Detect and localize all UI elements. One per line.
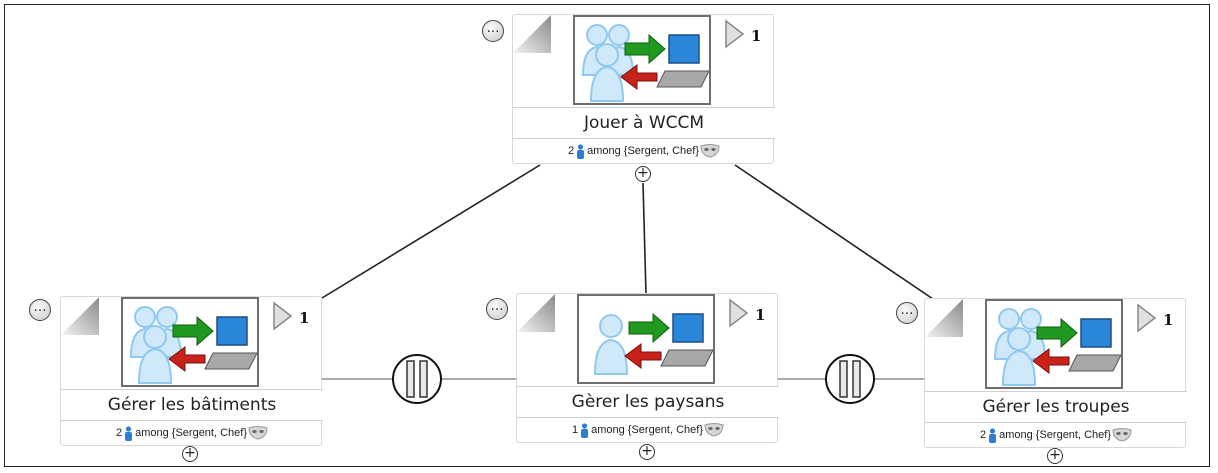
role-count: 2 [115, 427, 123, 439]
add-subtask-button-batiments[interactable]: + [182, 446, 198, 462]
person-icon [581, 422, 589, 438]
play-triangle-icon[interactable] [727, 298, 749, 328]
link-root-paysans [642, 182, 647, 295]
role-text: among {Sergent, Chef} [135, 427, 248, 439]
add-subtask-button-troupes[interactable]: + [1047, 448, 1063, 464]
task-name[interactable]: Gérer les bâtiments [61, 389, 323, 421]
collaboration-icon [985, 299, 1123, 389]
add-subtask-button-paysans[interactable]: + [639, 444, 655, 460]
task-name[interactable]: Jouer à WCCM [513, 107, 775, 139]
play-triangle-icon[interactable] [1135, 303, 1157, 333]
role-assignment[interactable]: 2 among {Sergent, Chef} [925, 425, 1187, 445]
task-node-troupes[interactable]: 1 Gérer les troupes 2 among {Sergent, Che… [924, 298, 1187, 448]
add-subtask-button-root[interactable]: + [635, 166, 651, 182]
task-node-root[interactable]: 1 Jouer à WCCM 2 among {Sergent, Chef} [512, 14, 775, 164]
link-root-troupes [734, 164, 934, 300]
person-icon [989, 427, 997, 443]
role-text: among {Sergent, Chef} [999, 429, 1112, 441]
role-count: 2 [979, 429, 987, 441]
mask-icon [700, 144, 720, 158]
mask-icon [248, 426, 268, 440]
person-icon [125, 425, 133, 441]
more-options-button-troupes[interactable]: … [896, 302, 918, 324]
collaboration-icon [577, 294, 715, 384]
more-options-button-batiments[interactable]: … [29, 299, 51, 321]
play-triangle-icon[interactable] [271, 301, 293, 331]
page-fold-icon [925, 299, 963, 337]
more-options-button-paysans[interactable]: … [486, 298, 508, 320]
page-fold-icon [513, 15, 551, 53]
person-icon [577, 143, 585, 159]
role-count: 2 [567, 145, 575, 157]
parallel-operator-icon[interactable] [824, 353, 876, 405]
iteration-count: 1 [755, 306, 766, 324]
role-text: among {Sergent, Chef} [591, 424, 704, 436]
mask-icon [1112, 428, 1132, 442]
collaboration-icon [573, 15, 711, 105]
task-node-batiments[interactable]: 1 Gérer les bâtiments 2 among {Sergent, C… [60, 296, 323, 446]
task-node-paysans[interactable]: 1 Gèrer les paysans 1 among {Sergent, Che… [516, 293, 779, 443]
iteration-count: 1 [1163, 311, 1174, 329]
collaboration-icon [121, 297, 259, 387]
role-assignment[interactable]: 2 among {Sergent, Chef} [61, 423, 323, 443]
diagram-frame [4, 4, 1210, 467]
page-fold-icon [517, 294, 555, 332]
role-text: among {Sergent, Chef} [587, 145, 700, 157]
page-fold-icon [61, 297, 99, 335]
role-count: 1 [571, 424, 579, 436]
mask-icon [704, 423, 724, 437]
iteration-count: 1 [751, 27, 762, 45]
more-options-button-root[interactable]: … [482, 20, 504, 42]
play-triangle-icon[interactable] [723, 19, 745, 49]
link-root-batiments [321, 164, 541, 299]
parallel-operator-icon[interactable] [391, 353, 443, 405]
task-name[interactable]: Gèrer les paysans [517, 386, 779, 418]
task-name[interactable]: Gérer les troupes [925, 391, 1187, 423]
iteration-count: 1 [299, 309, 310, 327]
role-assignment[interactable]: 1 among {Sergent, Chef} [517, 420, 779, 440]
role-assignment[interactable]: 2 among {Sergent, Chef} [513, 141, 775, 161]
